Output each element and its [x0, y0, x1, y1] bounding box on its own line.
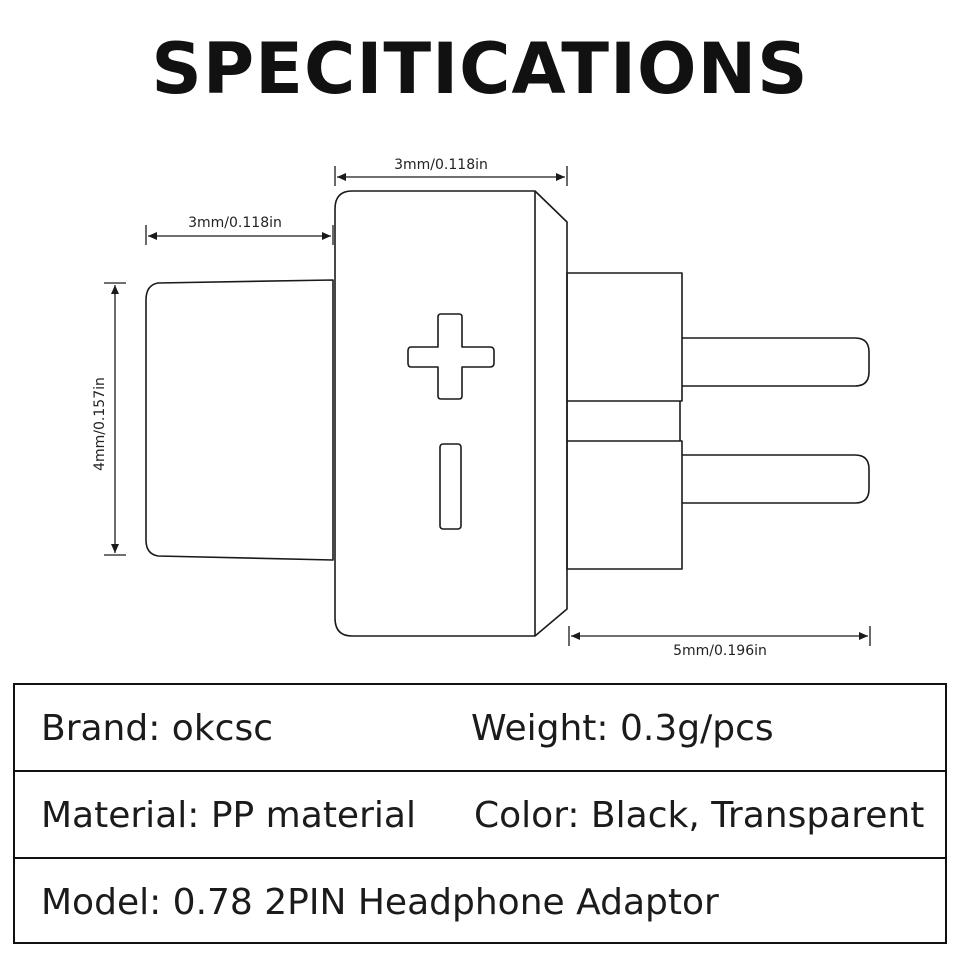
left-width-label: 3mm/0.118in [188, 215, 282, 231]
adaptor-body [334, 190, 568, 637]
lower-pin-block [566, 440, 683, 570]
spec-row-brand-weight: Brand: okcsc Weight: 0.3g/pcs [15, 685, 945, 772]
left-plug [145, 279, 334, 561]
brand-cell: Brand: okcsc [41, 708, 274, 749]
height-label: 4mm/0.157in [92, 377, 108, 471]
color-cell: Color: Black, Transparent [474, 795, 925, 836]
top-width-label: 3mm/0.118in [394, 157, 488, 173]
material-cell: Material: PP material [41, 795, 416, 836]
plus-symbol [407, 313, 495, 400]
spec-row-material-color: Material: PP material Color: Black, Tran… [15, 772, 945, 859]
spec-row-model: Model: 0.78 2PIN Headphone Adaptor [15, 859, 945, 946]
model-cell: Model: 0.78 2PIN Headphone Adaptor [41, 882, 719, 923]
upper-pin [682, 337, 870, 387]
lower-pin [682, 454, 870, 504]
spec-table: Brand: okcsc Weight: 0.3g/pcs Material: … [13, 683, 947, 944]
adaptor-diagram: 3mm/0.118in 3mm/0.118in 4mm/0.157in 5mm/… [92, 157, 871, 659]
minus-symbol [439, 443, 462, 530]
upper-pin-block [566, 272, 683, 402]
weight-cell: Weight: 0.3g/pcs [471, 708, 774, 749]
page-title: SPECITICATIONS [151, 28, 809, 110]
pin-length-label: 5mm/0.196in [673, 643, 767, 659]
